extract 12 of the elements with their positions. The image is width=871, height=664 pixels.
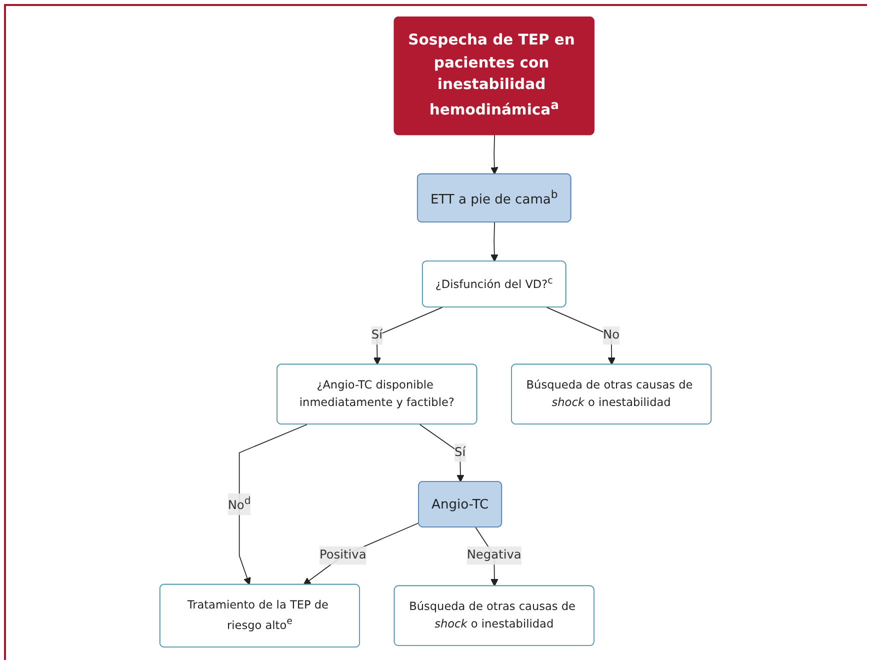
edge-label: No bbox=[603, 328, 620, 342]
edge-label: Negativa bbox=[466, 548, 522, 562]
arrow bbox=[238, 424, 308, 586]
edge-label: Positiva bbox=[319, 548, 366, 562]
arrow bbox=[546, 306, 616, 365]
edge-label: Sí bbox=[454, 445, 466, 460]
arrow bbox=[373, 306, 443, 365]
edge-label: Sí bbox=[371, 328, 382, 342]
arrow bbox=[490, 222, 498, 262]
arrow bbox=[303, 522, 420, 586]
arrow bbox=[490, 134, 498, 175]
edge-label: No$^{d}$ bbox=[228, 494, 251, 512]
